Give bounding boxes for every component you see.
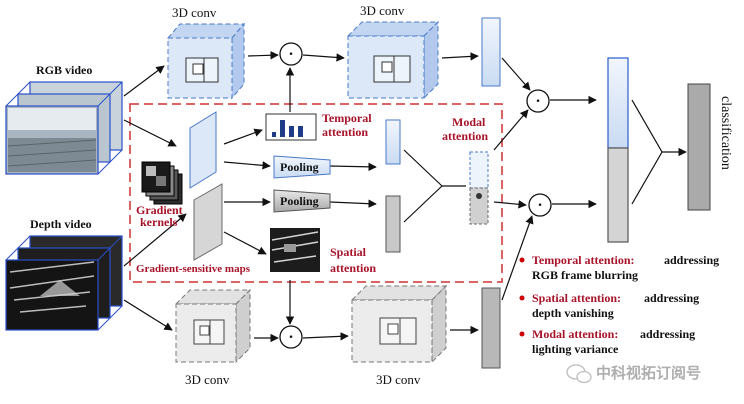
attention-region [129, 103, 503, 283]
dot-symbol-rgb: · [535, 93, 540, 110]
dot-symbol-bottom: · [288, 329, 293, 346]
spatial-attention-label-1: Spatial [330, 245, 367, 259]
dot-symbol-top: · [288, 46, 293, 63]
rgb-pooled-bar [385, 119, 401, 165]
pooling-label-depth: Pooling [280, 194, 319, 208]
note-0-bold: Temporal attention: [532, 253, 635, 267]
gradient-maps-label: Gradient-sensitive maps [136, 263, 251, 275]
conv3d-top-right-label: 3D conv [360, 3, 405, 18]
classification-label: classification [718, 96, 733, 170]
conv3d-depth-right [350, 284, 448, 364]
pooling-block-rgb [273, 155, 331, 179]
dot-operator-bottom [279, 325, 303, 349]
rgb-gradient-slab [189, 111, 217, 189]
conv3d-bottom-right-label: 3D conv [376, 372, 421, 387]
note-1-rest: addressing [644, 291, 699, 305]
spatial-attention-map [270, 228, 320, 272]
dot-symbol-depth: · [537, 197, 542, 214]
note-2-line2: lighting variance [532, 342, 619, 356]
temporal-attention-chart [265, 113, 317, 141]
depth-gradient-slab [193, 183, 223, 261]
conv3d-bottom-left-label: 3D conv [185, 372, 230, 387]
classification-block [687, 83, 711, 211]
gradient-kernels-label-1: Gradient [136, 203, 183, 217]
rgb-feature-bar [481, 17, 501, 87]
depth-video-label: Depth video [30, 217, 92, 231]
notes-list: Temporal attention: addressing RGB frame… [519, 253, 719, 356]
pooling-block-depth [273, 189, 331, 213]
dot-operator-top [279, 42, 303, 66]
modal-attention-label-2: attention [442, 129, 488, 143]
depth-video-frames [5, 235, 123, 331]
note-0-rest: addressing [664, 253, 719, 267]
dot-operator-depth-fusion [528, 193, 552, 217]
dot-operator-rgb-fusion [526, 89, 550, 113]
concat-bar-depth [607, 147, 629, 243]
rgb-video-label: RGB video [36, 63, 92, 77]
note-2-bold: Modal attention: [532, 327, 618, 341]
spatial-attention-label-2: attention [330, 261, 376, 275]
note-2-rest: addressing [640, 327, 695, 341]
conv3d-rgb-right [346, 20, 440, 100]
pooling-label-rgb: Pooling [280, 160, 319, 174]
rgb-video-frames [5, 81, 123, 175]
conv3d-top-left-label: 3D conv [172, 5, 217, 20]
concat-bar-rgb [607, 57, 629, 149]
watermark-text: 中科视拓订阅号 [596, 364, 701, 382]
temporal-attention-label-1: Temporal [322, 111, 372, 125]
modal-attention-label-1: Modal [452, 115, 486, 129]
depth-pooled-bar [385, 195, 401, 253]
conv3d-rgb-left [166, 22, 246, 100]
note-0-line2: RGB frame blurring [532, 268, 638, 282]
gradient-kernels-stack [141, 161, 183, 205]
note-1-bold: Spatial attention: [532, 291, 621, 305]
modal-attention-vector [469, 151, 489, 225]
note-1-line2: depth vanishing [532, 306, 614, 320]
conv3d-depth-left [174, 288, 252, 364]
wechat-icon [566, 364, 592, 384]
depth-feature-bar [481, 287, 501, 369]
arrows [123, 51, 597, 343]
temporal-attention-label-2: attention [322, 125, 368, 139]
gradient-kernels-label-2: kernels [140, 215, 178, 229]
